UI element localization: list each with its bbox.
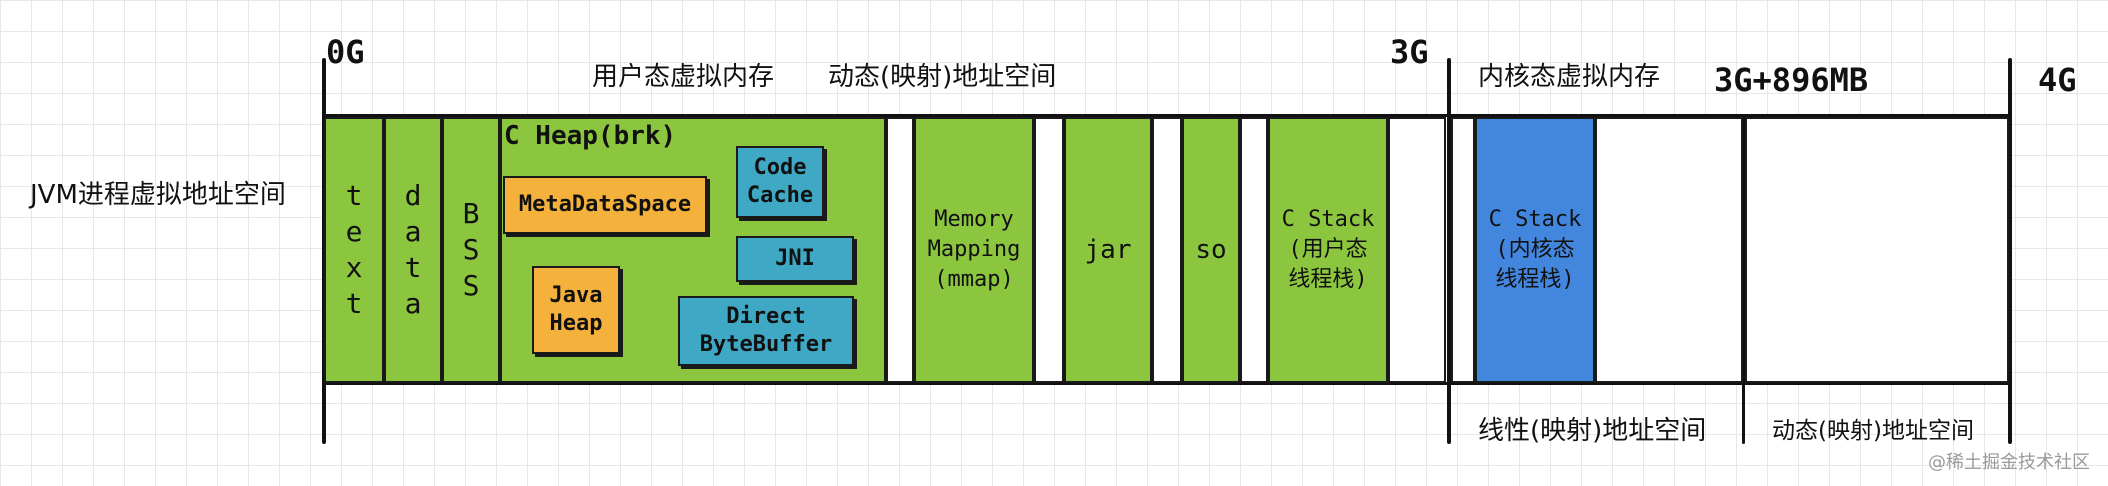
tick-4g-label: 4G bbox=[2038, 61, 2077, 99]
dynamic-space-top-label: 动态(映射)地址空间 bbox=[828, 62, 1057, 92]
tick-0g-label: 0G bbox=[326, 33, 365, 71]
c-stack-user-segment: C Stack (用户态 线程栈) bbox=[1268, 117, 1388, 383]
row-title-label: JVM进程虚拟地址空间 bbox=[30, 180, 286, 210]
direct-bytebuffer-box: Direct ByteBuffer bbox=[678, 296, 854, 366]
gap-segment-5 bbox=[1388, 117, 1446, 383]
so-segment: so bbox=[1182, 117, 1240, 383]
data-segment: data bbox=[384, 117, 442, 383]
tick-3g896-label: 3G+896MB bbox=[1714, 61, 1869, 99]
c-heap-title: C Heap(brk) bbox=[504, 121, 677, 151]
bss-segment-label: BSS bbox=[462, 197, 480, 302]
jar-segment: jar bbox=[1064, 117, 1152, 383]
data-segment-label: data bbox=[404, 179, 422, 320]
code-cache-box: Code Cache bbox=[736, 146, 824, 218]
gap-segment-1 bbox=[886, 117, 914, 383]
text-segment-label: text bbox=[345, 179, 363, 320]
kernel-gap-segment bbox=[1451, 117, 1475, 383]
boundary-3g896-line bbox=[1742, 116, 1745, 444]
top-rail-line bbox=[322, 114, 2012, 117]
java-heap-box: Java Heap bbox=[532, 266, 620, 354]
bss-segment: BSS bbox=[442, 117, 500, 383]
tick-3g-label: 3G bbox=[1390, 33, 1429, 71]
gap-segment-4 bbox=[1240, 117, 1268, 383]
c-stack-kernel-segment: C Stack (内核态 线程栈) bbox=[1475, 117, 1595, 383]
user-space-label: 用户态虚拟内存 bbox=[592, 62, 775, 92]
bottom-rail-line bbox=[322, 382, 2012, 385]
linear-map-rest-segment bbox=[1595, 117, 1743, 383]
boundary-4g-line bbox=[2008, 58, 2012, 444]
gap-segment-2 bbox=[1034, 117, 1064, 383]
boundary-3g-line bbox=[1447, 58, 1451, 444]
dynamic-space-bottom-label: 动态(映射)地址空间 bbox=[1772, 418, 1974, 444]
memory-mapping-segment: Memory Mapping (mmap) bbox=[914, 117, 1034, 383]
text-segment: text bbox=[324, 117, 384, 383]
watermark-text: @稀土掘金技术社区 bbox=[1928, 452, 2090, 473]
dynamic-map-segment bbox=[1745, 117, 2009, 383]
gap-segment-3 bbox=[1152, 117, 1182, 383]
metadataspace-box: MetaDataSpace bbox=[503, 176, 707, 234]
jni-box: JNI bbox=[736, 236, 854, 282]
linear-space-label: 线性(映射)地址空间 bbox=[1478, 416, 1707, 446]
kernel-space-label: 内核态虚拟内存 bbox=[1478, 62, 1661, 92]
